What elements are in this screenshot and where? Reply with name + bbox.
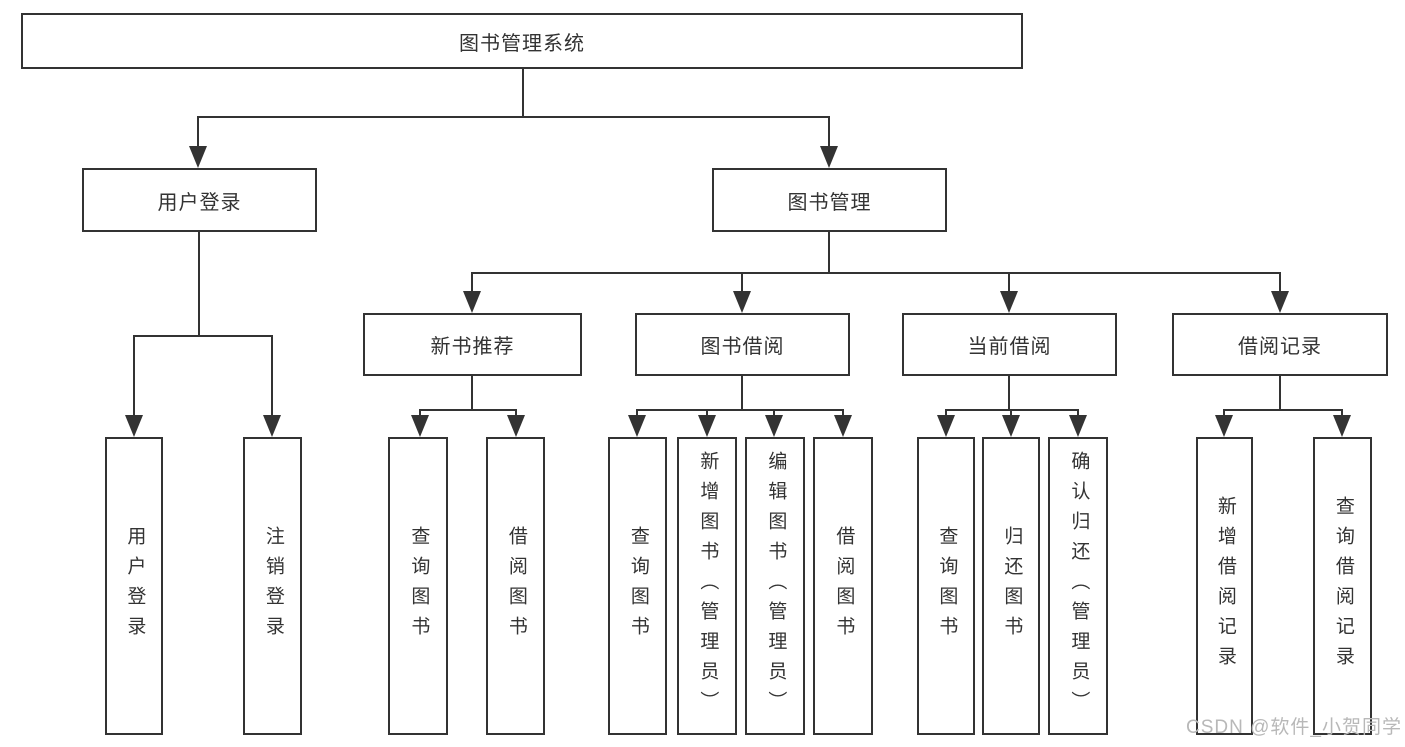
connector-line [945, 409, 1079, 411]
connector-line [471, 375, 473, 411]
leaf-label: 注销登录 [262, 526, 284, 646]
node-book-borrow: 图书借阅 [635, 313, 850, 376]
connector-line [741, 272, 743, 293]
leaf-query-borrow-record: 查询借阅记录 [1313, 437, 1372, 735]
connector-line [1341, 409, 1343, 417]
node-label: 图书管理系统 [459, 32, 585, 55]
arrow-down-icon [820, 146, 838, 168]
node-label: 借阅记录 [1238, 336, 1322, 358]
connector-line [471, 272, 473, 293]
connector-line [741, 375, 743, 411]
leaf-label: 查询图书 [936, 526, 958, 646]
leaf-label: 借阅图书 [505, 526, 527, 646]
leaf-label: 查询图书 [408, 526, 430, 646]
connector-line [828, 116, 830, 148]
leaf-query-books: 查询图书 [608, 437, 667, 735]
connector-line [636, 409, 638, 417]
arrow-down-icon [765, 415, 783, 437]
connector-line [1223, 409, 1225, 417]
leaf-user-login: 用户登录 [105, 437, 163, 735]
node-label: 当前借阅 [967, 336, 1052, 358]
leaf-query-books: 查询图书 [917, 437, 975, 735]
leaf-borrow-books: 借阅图书 [486, 437, 545, 735]
connector-line [133, 335, 135, 417]
leaf-add-borrow-record: 新增借阅记录 [1196, 437, 1253, 735]
leaf-label: 确认归还（管理员） [1068, 451, 1090, 721]
arrow-down-icon [1069, 415, 1087, 437]
node-user-login: 用户登录 [82, 168, 317, 232]
arrow-down-icon [1333, 415, 1351, 437]
connector-line [773, 409, 775, 417]
connector-line [419, 409, 517, 411]
connector-line [842, 409, 844, 417]
connector-line [1008, 375, 1010, 411]
leaf-edit-book-admin: 编辑图书（管理员） [745, 437, 805, 735]
connector-line [197, 116, 199, 148]
connector-line [945, 409, 947, 417]
leaf-label: 查询图书 [627, 526, 649, 646]
connector-line [271, 335, 273, 417]
leaf-add-book-admin: 新增图书（管理员） [677, 437, 737, 735]
node-current-borrow: 当前借阅 [902, 313, 1117, 376]
arrow-down-icon [125, 415, 143, 437]
arrow-down-icon [411, 415, 429, 437]
connector-line [1279, 375, 1281, 411]
arrow-down-icon [1002, 415, 1020, 437]
leaf-label: 借阅图书 [833, 526, 855, 646]
connector-line [1077, 409, 1079, 417]
leaf-query-books: 查询图书 [388, 437, 448, 735]
leaf-logout: 注销登录 [243, 437, 302, 735]
arrow-down-icon [937, 415, 955, 437]
node-label: 用户登录 [157, 191, 242, 214]
node-label: 图书管理 [787, 191, 872, 214]
connector-line [1010, 409, 1012, 417]
arrow-down-icon [1215, 415, 1233, 437]
connector-line [706, 409, 708, 417]
arrow-down-icon [189, 146, 207, 168]
connector-line [197, 116, 830, 118]
arrow-down-icon [1271, 291, 1289, 313]
node-book-management: 图书管理 [712, 168, 947, 232]
connector-line [1279, 272, 1281, 293]
connector-line [471, 272, 1281, 274]
connector-line [1008, 272, 1010, 293]
arrow-down-icon [698, 415, 716, 437]
connector-line [198, 232, 200, 336]
leaf-label: 查询借阅记录 [1332, 496, 1354, 676]
leaf-label: 编辑图书（管理员） [765, 451, 787, 721]
node-borrow-records: 借阅记录 [1172, 313, 1388, 376]
connector-line [522, 69, 524, 117]
connector-line [1223, 409, 1343, 411]
arrow-down-icon [1000, 291, 1018, 313]
leaf-label: 用户登录 [124, 526, 146, 646]
leaf-borrow-books: 借阅图书 [813, 437, 873, 735]
connector-line [419, 409, 421, 417]
node-label: 新书推荐 [430, 336, 515, 358]
connector-line [828, 232, 830, 274]
leaf-return-book: 归还图书 [982, 437, 1040, 735]
arrow-down-icon [263, 415, 281, 437]
leaf-label: 新增借阅记录 [1214, 496, 1236, 676]
leaf-label: 新增图书（管理员） [697, 451, 719, 721]
node-library-management-system: 图书管理系统 [21, 13, 1023, 69]
arrow-down-icon [733, 291, 751, 313]
connector-line [636, 409, 844, 411]
connector-line [515, 409, 517, 417]
node-label: 图书借阅 [700, 336, 785, 358]
arrow-down-icon [628, 415, 646, 437]
arrow-down-icon [507, 415, 525, 437]
node-new-book-recommend: 新书推荐 [363, 313, 582, 376]
csdn-watermark: CSDN @软件_小贺同学 [1186, 717, 1402, 738]
leaf-confirm-return-admin: 确认归还（管理员） [1048, 437, 1108, 735]
connector-line [133, 335, 273, 337]
arrow-down-icon [834, 415, 852, 437]
arrow-down-icon [463, 291, 481, 313]
leaf-label: 归还图书 [1001, 526, 1023, 646]
